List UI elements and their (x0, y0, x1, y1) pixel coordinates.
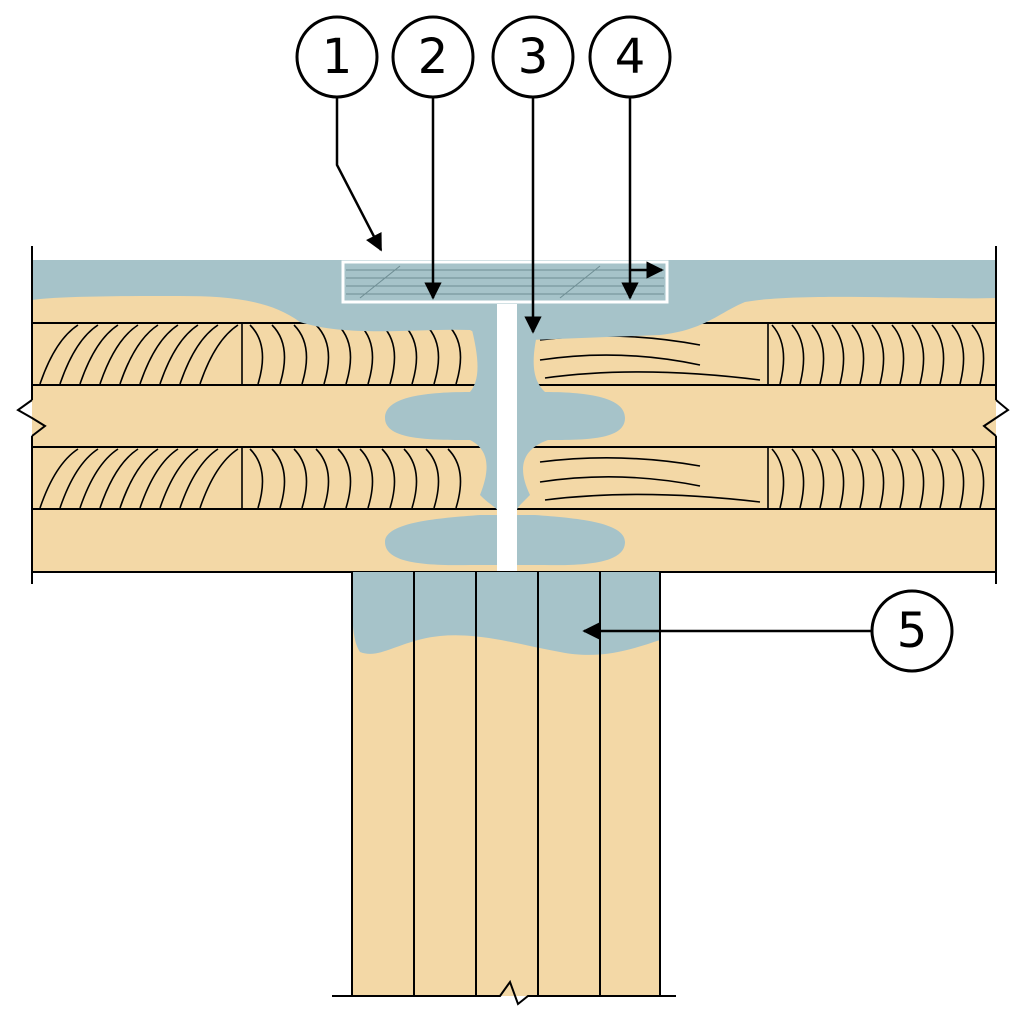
callout-1: 1 (295, 15, 379, 99)
callout-leaders (335, 97, 872, 640)
wall-layer-lines (351, 572, 661, 996)
wall-panel (332, 572, 676, 1006)
callout-5: 5 (870, 589, 954, 673)
callout-3-label: 3 (518, 29, 549, 85)
joint-moisture-right-lower (517, 515, 625, 566)
panel-joint-gap (497, 304, 517, 572)
floor-panel (16, 246, 1010, 584)
callout-4: 4 (588, 15, 672, 99)
wall-break-line (332, 979, 676, 1006)
leader-1 (335, 97, 383, 252)
cover-tape (341, 260, 669, 304)
joint-moisture-right (517, 322, 625, 510)
callout-2: 2 (391, 15, 475, 99)
callout-5-label: 5 (897, 603, 928, 659)
callout-3: 3 (491, 15, 575, 99)
joint-moisture-left-lower (385, 515, 497, 566)
end-grain-hatch-lower (39, 448, 985, 509)
callout-4-label: 4 (615, 29, 646, 85)
callout-2-label: 2 (418, 29, 449, 85)
callout-1-label: 1 (322, 29, 353, 85)
joint-moisture-left (385, 322, 497, 510)
